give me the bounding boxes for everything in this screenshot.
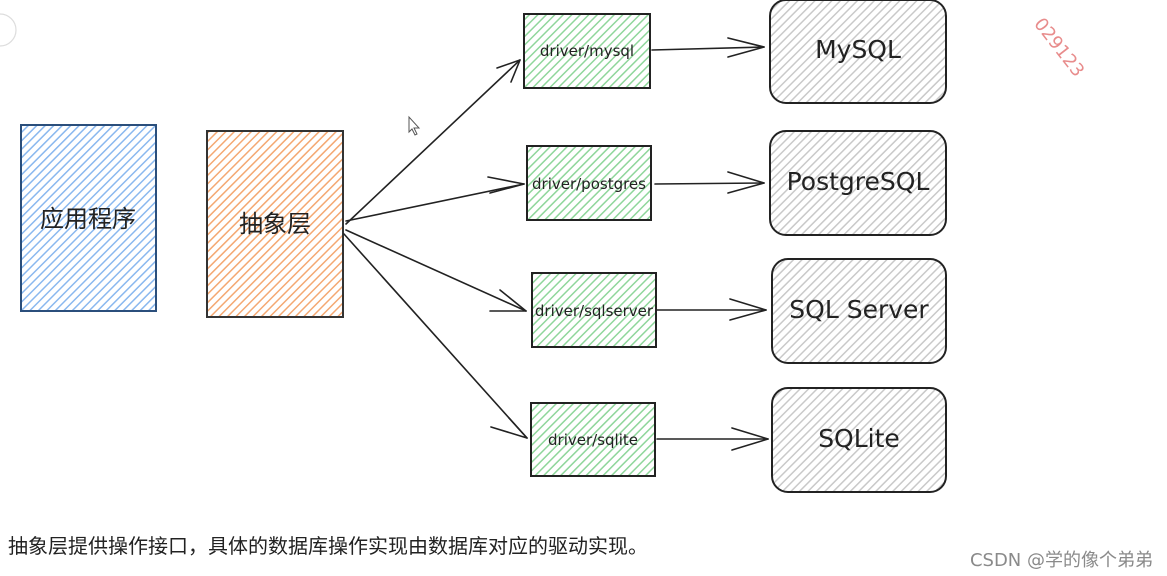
- edge-circle-fragment: [0, 13, 17, 47]
- driver-arrows: [651, 37, 769, 451]
- driver-postgres-node: driver/postgres: [526, 145, 652, 221]
- db-postgresql-box: [769, 130, 947, 236]
- db-mysql-node: MySQL: [769, 0, 947, 104]
- db-sqlserver-label: SQL Server: [789, 295, 929, 324]
- driver-postgres-label: driver/postgres: [532, 175, 646, 193]
- driver-postgres-box: [526, 145, 652, 221]
- mouse-cursor-icon: [408, 115, 421, 136]
- driver-nodes: driver/mysql driver/postgres driver/sqls…: [523, 13, 657, 477]
- db-sqlserver-box: [771, 258, 947, 364]
- caption: 抽象层提供操作接口，具体的数据库操作实现由数据库对应的驱动实现。: [8, 534, 648, 558]
- app-box: [20, 124, 157, 312]
- db-sqlite-node: SQLite: [771, 387, 947, 493]
- arrowhead-postgres-driver: [487, 176, 525, 194]
- arrow-abstraction-to-mysql-driver: [345, 59, 521, 225]
- arrowhead-sqlserver-db: [729, 298, 767, 321]
- app-label: 应用程序: [40, 205, 136, 233]
- arrow-postgres-driver-to-db: [654, 182, 765, 185]
- arrow-mysql-driver-to-db: [651, 46, 765, 51]
- driver-mysql-label: driver/mysql: [540, 42, 634, 60]
- driver-sqlserver-box: [531, 272, 657, 348]
- driver-sqlite-node: driver/sqlite: [530, 402, 656, 477]
- db-mysql-label: MySQL: [815, 35, 901, 64]
- abstraction-box: [206, 130, 344, 318]
- db-mysql-box: [769, 0, 947, 104]
- arrowhead-postgres-db: [727, 171, 765, 194]
- app-node: 应用程序: [20, 124, 157, 312]
- arrowhead-sqlite-driver: [490, 417, 528, 439]
- db-sqlite-label: SQLite: [818, 424, 900, 453]
- driver-sqlserver-label: driver/sqlserver: [535, 302, 654, 320]
- arrow-abstraction-to-sqlserver-driver: [345, 229, 527, 312]
- driver-sqlserver-node: driver/sqlserver: [531, 272, 657, 348]
- driver-mysql-box: [523, 13, 651, 89]
- arrowhead-mysql-driver: [496, 59, 521, 83]
- db-sqlite-box: [771, 387, 947, 493]
- arrowhead-sqlite-db: [731, 427, 769, 451]
- arrowhead-mysql-db: [727, 37, 765, 58]
- db-sqlserver-node: SQL Server: [771, 258, 947, 364]
- db-postgresql-node: PostgreSQL: [769, 130, 947, 236]
- arrow-abstraction-to-postgres-driver: [345, 183, 525, 222]
- driver-sqlite-label: driver/sqlite: [548, 431, 638, 449]
- driver-sqlite-box: [530, 402, 656, 477]
- abstraction-arrows: [343, 59, 528, 439]
- abstraction-label: 抽象层: [239, 210, 311, 238]
- footer-credit: CSDN @学的像个弟弟: [969, 550, 1153, 571]
- arrowhead-sqlserver-driver: [489, 289, 527, 312]
- driver-mysql-node: driver/mysql: [523, 13, 651, 89]
- database-nodes: MySQL PostgreSQL SQL Server SQLite: [769, 0, 947, 493]
- db-postgresql-label: PostgreSQL: [787, 167, 930, 196]
- arrow-abstraction-to-sqlite-driver: [343, 233, 528, 439]
- abstraction-node: 抽象层: [206, 130, 344, 318]
